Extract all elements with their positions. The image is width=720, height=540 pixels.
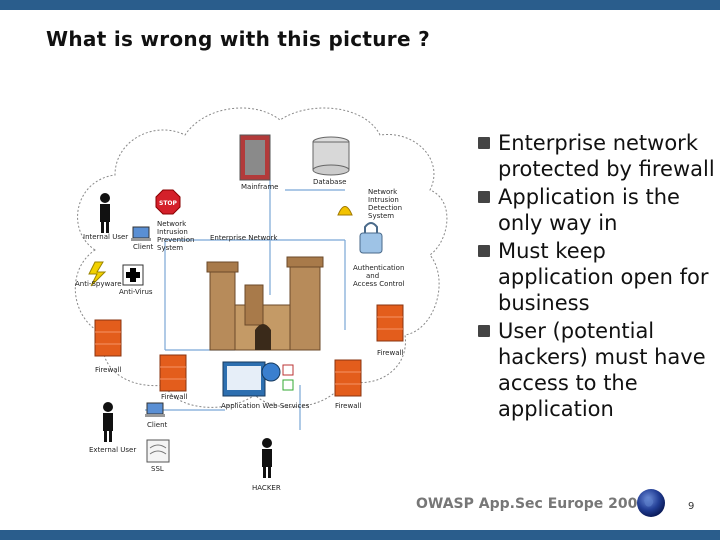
client-computer-icon-bottom bbox=[145, 402, 165, 417]
square-bullet-icon bbox=[478, 137, 490, 149]
firewall-left-label: Firewall bbox=[95, 366, 121, 374]
stop-sign-icon: STOP bbox=[155, 189, 181, 215]
nips-label-3: Prevention bbox=[157, 236, 194, 244]
internal-user-icon bbox=[100, 193, 110, 233]
client-computer-icon-top bbox=[131, 226, 151, 241]
anti-spyware-label: Anti-Spyware bbox=[75, 280, 122, 288]
database-label: Database bbox=[313, 178, 346, 186]
auth-label-1: Authentication bbox=[353, 264, 404, 272]
nips-label-4: System bbox=[157, 244, 183, 252]
hacker-label: HACKER bbox=[252, 484, 281, 492]
bullet-text: Application is the only way in bbox=[498, 185, 680, 235]
application-web-services-icon bbox=[222, 361, 294, 397]
page-number: 9 bbox=[688, 501, 695, 512]
globe-icon bbox=[637, 489, 665, 517]
bullet-item: Application is the only way in bbox=[476, 184, 716, 236]
anti-virus-label: Anti-Virus bbox=[119, 288, 153, 296]
nids-label-1: Network bbox=[368, 188, 398, 196]
bullet-text: Enterprise network protected by firewall bbox=[498, 131, 715, 181]
top-bar bbox=[0, 0, 720, 10]
nids-label-4: System bbox=[368, 212, 394, 220]
mainframe-icon bbox=[239, 134, 271, 181]
enterprise-network-label: Enterprise Network bbox=[210, 234, 278, 242]
bullet-text: User (potential hackers) must have acces… bbox=[498, 319, 706, 421]
square-bullet-icon bbox=[478, 245, 490, 257]
ssl-certificate-icon bbox=[146, 439, 170, 463]
nids-label-2: Intrusion bbox=[368, 196, 399, 204]
client-top-label: Client bbox=[133, 243, 154, 251]
auth-label-2: and bbox=[366, 272, 379, 280]
lock-icon bbox=[359, 222, 383, 254]
alarm-bell-icon bbox=[337, 206, 353, 216]
firewall-left-icon bbox=[94, 319, 122, 357]
mainframe-label: Mainframe bbox=[241, 183, 278, 191]
bottom-bar bbox=[0, 530, 720, 540]
square-bullet-icon bbox=[478, 325, 490, 337]
database-icon bbox=[312, 136, 350, 176]
nids-label-3: Detection bbox=[368, 204, 402, 212]
footer-text: OWASP App.Sec Europe 2006 bbox=[416, 496, 648, 512]
bullet-text: Must keep application open for business bbox=[498, 239, 709, 315]
internal-user-label: Internal User bbox=[83, 233, 128, 241]
bullet-item: User (potential hackers) must have acces… bbox=[476, 318, 716, 422]
medical-cross-icon bbox=[122, 264, 144, 286]
firewall-right-label: Firewall bbox=[377, 349, 403, 357]
nips-label-1: Network bbox=[157, 220, 187, 228]
firewall-bottom-center-label: Firewall bbox=[161, 393, 187, 401]
castle-icon bbox=[206, 256, 324, 351]
bullet-item: Must keep application open for business bbox=[476, 238, 716, 316]
firewall-bottom-right-icon bbox=[334, 359, 362, 397]
firewall-bottom-right-label: Firewall bbox=[335, 402, 361, 410]
hacker-icon bbox=[262, 438, 272, 478]
stop-sign-text: STOP bbox=[159, 200, 178, 207]
lightning-icon bbox=[88, 261, 107, 287]
external-user-icon bbox=[103, 402, 113, 442]
firewall-bottom-center-icon bbox=[159, 354, 187, 392]
slide-title: What is wrong with this picture ? bbox=[46, 27, 430, 51]
app-web-services-label: Application Web Services bbox=[221, 402, 310, 410]
network-diagram: Mainframe Database Network Intrusion Det… bbox=[74, 107, 448, 492]
square-bullet-icon bbox=[478, 191, 490, 203]
auth-label-3: Access Control bbox=[353, 280, 405, 288]
external-user-label: External User bbox=[89, 446, 136, 454]
bullet-list: Enterprise network protected by firewall… bbox=[476, 130, 716, 424]
ssl-label: SSL bbox=[151, 465, 164, 473]
enterprise-cloud-outline bbox=[74, 107, 448, 408]
nips-label-2: Intrusion bbox=[157, 228, 188, 236]
firewall-right-icon bbox=[376, 304, 404, 342]
bullet-item: Enterprise network protected by firewall bbox=[476, 130, 716, 182]
client-bottom-label: Client bbox=[147, 421, 168, 429]
